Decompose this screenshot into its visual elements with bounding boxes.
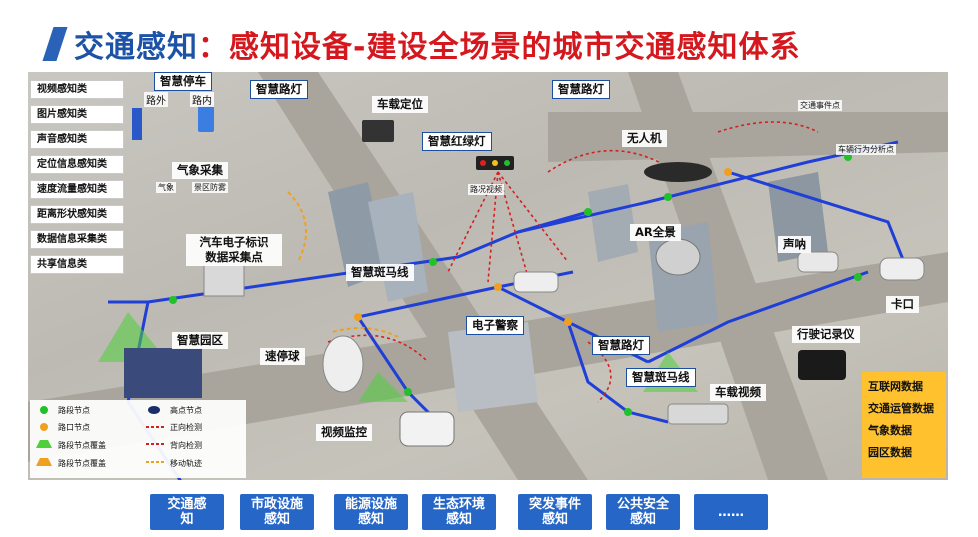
data-source-weather: 气象数据 (868, 424, 912, 437)
label-vehicle-behavior-point: 车辆行为分析点 (836, 144, 896, 155)
legend-intersection-coverage: 路段节点覆盖 (58, 459, 106, 468)
dash-recorder-icon (798, 350, 846, 380)
legend-forward-detect: 正向检测 (170, 423, 202, 432)
legend-high-node: 高点节点 (170, 406, 202, 415)
legend-reverse-detect: 背向检测 (170, 441, 202, 450)
parking-meter-icon (132, 108, 142, 140)
label-smart-crosswalk-2: 智慧斑马线 (626, 368, 696, 387)
speed-dome-icon (322, 335, 364, 393)
label-smart-parking: 智慧停车 (154, 72, 212, 91)
sonar-icon (797, 251, 839, 273)
label-dash-recorder: 行驶记录仪 (792, 326, 860, 343)
label-etag-collection: 汽车电子标识 数据采集点 (186, 234, 282, 266)
label-road-video: 路况视频 (468, 184, 504, 195)
label-smart-traffic-light: 智慧红绿灯 (422, 132, 492, 151)
label-ar-panorama: AR全景 (630, 224, 681, 241)
legend-road-coverage: 路段节点覆盖 (58, 441, 106, 450)
data-source-internet: 互联网数据 (868, 380, 923, 393)
title-right: ：感知设备-建设全场景的城市交通感知体系 (198, 30, 801, 65)
page-title: 交通感知 ：感知设备-建设全场景的城市交通感知体系 (42, 22, 801, 66)
city-traffic-scene: 视频感知类 图片感知类 声音感知类 定位信息感知类 速度流量感知类 距离形状感知… (28, 72, 948, 480)
label-checkpoint: 卡口 (886, 296, 919, 313)
legend-intersection-node: 路口节点 (58, 423, 90, 432)
rfid-reader-icon (203, 261, 245, 297)
mirror-camera-icon (667, 403, 729, 425)
button-municipal-perception[interactable]: 市政设施 感知 (240, 494, 314, 530)
e-police-camera-icon (513, 271, 559, 293)
category-location: 定位信息感知类 (30, 155, 124, 174)
drone-icon (644, 162, 712, 182)
label-weather-collection: 气象采集 (172, 162, 228, 179)
legend-symbols (36, 406, 164, 466)
network-nodes (169, 153, 862, 416)
label-horn: 声呐 (778, 236, 811, 253)
label-drone: 无人机 (622, 130, 667, 147)
ar-camera-icon (655, 238, 701, 276)
label-road-outside: 路外 (144, 92, 168, 107)
bullet-camera-icon (399, 411, 455, 447)
label-smart-crosswalk-1: 智慧斑马线 (346, 264, 414, 281)
label-smart-streetlight-2: 智慧路灯 (552, 80, 610, 99)
button-energy-perception[interactable]: 能源设施 感知 (334, 494, 408, 530)
button-ecology-perception[interactable]: 生态环境 感知 (422, 494, 496, 530)
label-smart-streetlight-3: 智慧路灯 (592, 336, 650, 355)
label-smart-streetlight-1: 智慧路灯 (250, 80, 308, 99)
button-emergency-perception[interactable]: 突发事件 感知 (518, 494, 592, 530)
data-sources-panel: 互联网数据 交通运管数据 气象数据 园区数据 (862, 372, 946, 478)
device-icons (124, 106, 925, 447)
button-more[interactable]: …… (694, 494, 768, 530)
gps-screen-icon (362, 120, 394, 142)
checkpoint-camera-icon (879, 257, 925, 281)
label-smart-park: 智慧园区 (172, 332, 228, 349)
title-accent-bar (42, 27, 68, 61)
perception-category-buttons: 交通感 知 市政设施 感知 能源设施 感知 生态环境 感知 突发事件 感知 公共… (150, 494, 770, 532)
phone-icon (198, 106, 214, 132)
legend: 路段节点 路口节点 路段节点覆盖 路段节点覆盖 高点节点 正向检测 背向检测 移… (30, 400, 246, 478)
legend-road-node: 路段节点 (58, 406, 90, 415)
label-speed-dome: 速停球 (260, 348, 305, 365)
category-video: 视频感知类 (30, 80, 124, 99)
label-weather: 气象 (156, 182, 176, 193)
category-data-collection: 数据信息采集类 (30, 230, 124, 249)
label-traffic-event-point: 交通事件点 (798, 100, 842, 111)
label-park-fog: 景区防雾 (192, 182, 228, 193)
category-shared-info: 共享信息类 (30, 255, 124, 274)
smart-park-image (124, 348, 202, 398)
title-left: 交通感知 (74, 30, 198, 65)
category-speed-flow: 速度流量感知类 (30, 180, 124, 199)
label-vehicle-video: 车载视频 (710, 384, 766, 401)
label-vehicle-positioning: 车载定位 (372, 96, 428, 113)
label-video-surveillance: 视频监控 (316, 424, 372, 441)
category-sound: 声音感知类 (30, 130, 124, 149)
label-road-inside: 路内 (190, 92, 214, 107)
label-e-police: 电子警察 (466, 316, 524, 335)
button-public-safety-perception[interactable]: 公共安全 感知 (606, 494, 680, 530)
category-distance-shape: 距离形状感知类 (30, 205, 124, 224)
data-source-traffic-ops: 交通运管数据 (868, 402, 934, 415)
category-image: 图片感知类 (30, 105, 124, 124)
legend-move-track: 移动轨迹 (170, 459, 202, 468)
button-traffic-perception[interactable]: 交通感 知 (150, 494, 224, 530)
movement-tracks (287, 191, 399, 338)
data-source-park: 园区数据 (868, 446, 912, 459)
